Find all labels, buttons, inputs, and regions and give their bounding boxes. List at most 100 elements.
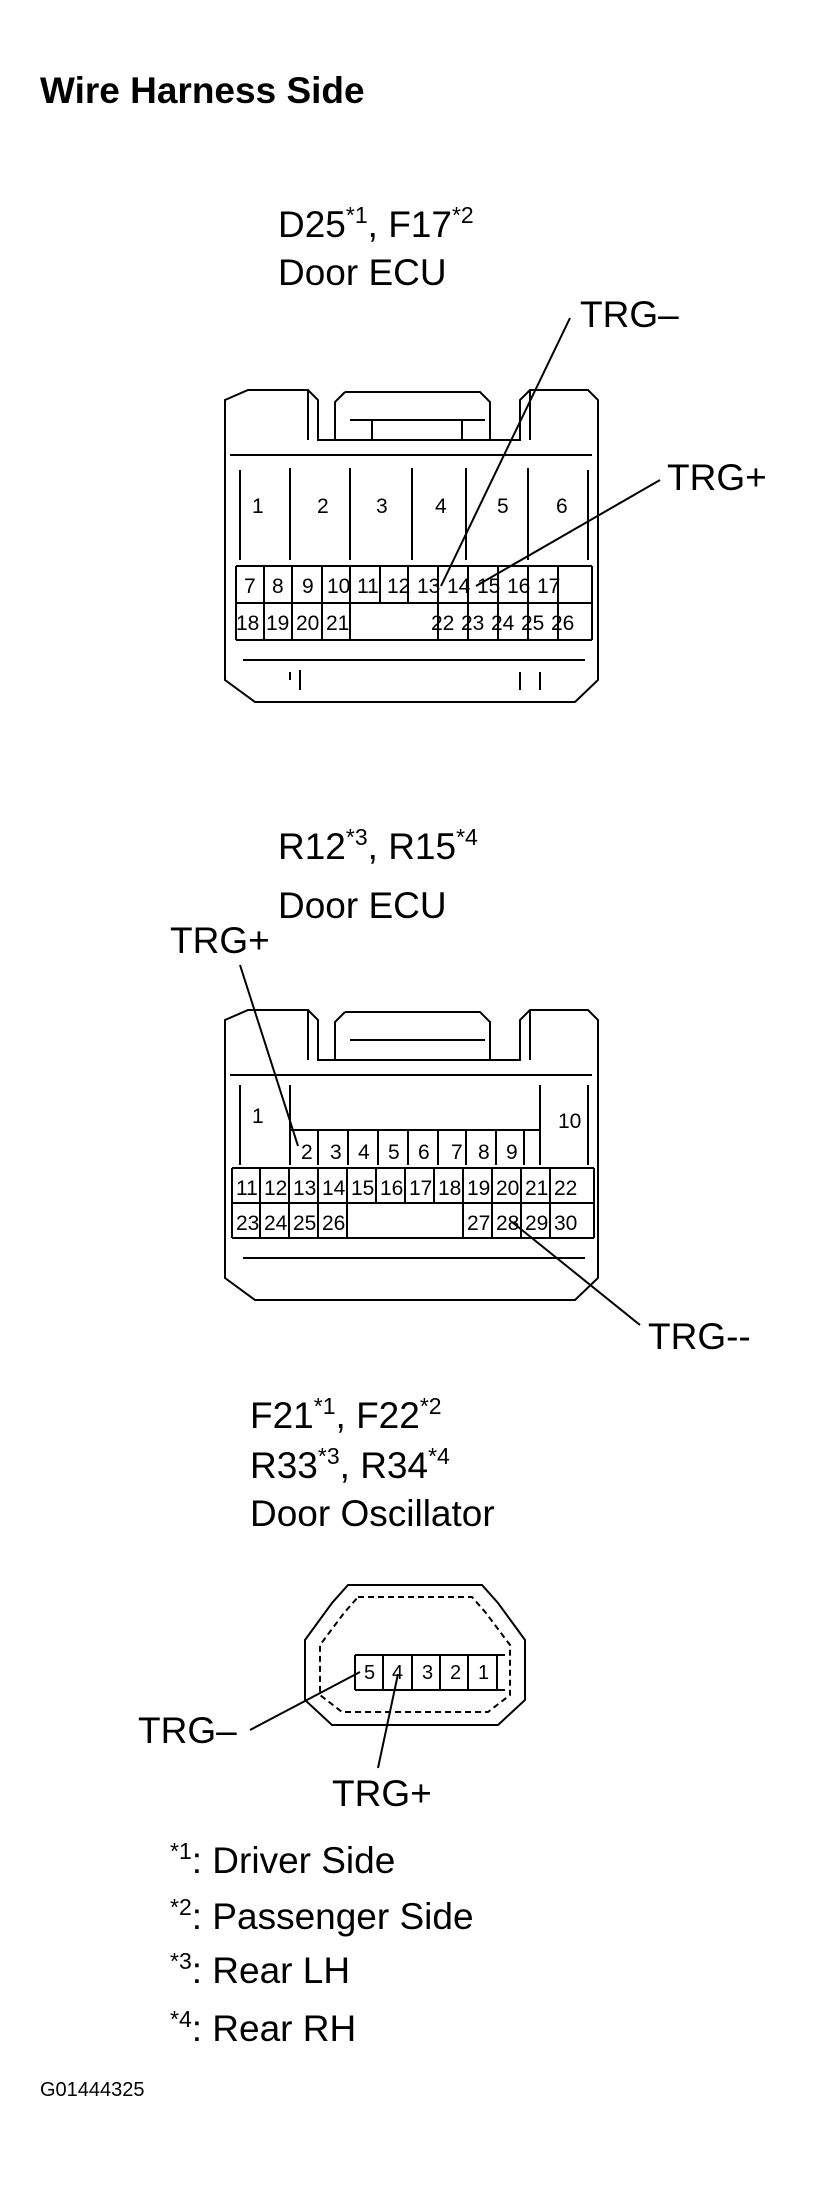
pin: 21	[525, 1177, 549, 1200]
connector2-callout-trg-plus: TRG+	[170, 920, 270, 961]
connector1-callout-trg-minus: TRG–	[580, 294, 679, 335]
legend-item: *2: Passenger Side	[170, 1896, 474, 1937]
pin: 1	[478, 1662, 490, 1684]
pin: 16	[507, 575, 531, 598]
separator: ,	[367, 204, 389, 245]
connector2-housing	[224, 1009, 599, 1301]
pin: 8	[272, 575, 284, 598]
pin: 22	[554, 1177, 578, 1200]
connector1-callout-trg-plus: TRG+	[667, 457, 767, 498]
connector3-callout-trg-minus: TRG–	[138, 1710, 237, 1751]
separator: ,	[339, 1445, 361, 1486]
pin: 2	[301, 1141, 313, 1164]
legend-text: : Passenger Side	[191, 1896, 474, 1937]
connector3-code-2: F22	[356, 1395, 420, 1436]
pin: 1	[252, 495, 264, 518]
pin: 4	[392, 1662, 404, 1684]
connector3-codes-line2: R33*3, R34*4	[250, 1443, 450, 1486]
legend-mark: *4	[170, 2006, 192, 2032]
pin: 6	[418, 1141, 430, 1164]
pin: 7	[451, 1141, 463, 1164]
pin: 1	[252, 1105, 264, 1128]
pin: 26	[322, 1212, 346, 1235]
legend-text: : Driver Side	[191, 1840, 396, 1881]
pin: 27	[467, 1212, 491, 1235]
legend-item: *4: Rear RH	[170, 2006, 356, 2048]
pin: 17	[409, 1177, 433, 1200]
connector3-leader-trg-plus	[377, 1673, 399, 1769]
pin: 15	[351, 1177, 375, 1200]
pin: 23	[461, 612, 485, 635]
pin: 10	[558, 1110, 582, 1133]
pin: 2	[450, 1662, 462, 1684]
pin: 6	[556, 495, 568, 518]
pin: 25	[521, 612, 545, 635]
connector1-housing	[224, 389, 599, 703]
legend-text: : Rear LH	[191, 1950, 351, 1991]
pin: 12	[387, 575, 411, 598]
legend-item: *1: Driver Side	[170, 1838, 396, 1881]
connector2-name: Door ECU	[278, 885, 447, 926]
connector2-code-1: R12	[278, 826, 346, 867]
pin: 20	[296, 612, 320, 635]
connector1-leader-trg-minus	[440, 317, 571, 587]
pin: 29	[525, 1212, 549, 1235]
connector3-leader-trg-minus	[249, 1671, 361, 1731]
connector2-code-1-mark: *3	[345, 824, 368, 850]
connector3-code-4-mark: *4	[428, 1443, 450, 1469]
connector3-callout-trg-plus: TRG+	[332, 1773, 432, 1814]
pin: 18	[438, 1177, 462, 1200]
legend-mark: *3	[170, 1948, 192, 1974]
connector3-codes-line1: F21*1, F22*2	[250, 1393, 442, 1436]
connector3-code-2-mark: *2	[419, 1393, 442, 1419]
pin: 13	[417, 575, 441, 598]
connector1-code-1-mark: *1	[345, 202, 368, 228]
connector3-code-3-mark: *3	[317, 1443, 340, 1469]
pin: 23	[236, 1212, 260, 1235]
legend-mark: *1	[170, 1838, 192, 1864]
pin: 30	[554, 1212, 578, 1235]
pin: 19	[467, 1177, 491, 1200]
pin: 28	[496, 1212, 520, 1235]
connector2-leader-trg-minus	[511, 1221, 641, 1326]
pin: 8	[478, 1141, 490, 1164]
pin: 21	[326, 612, 350, 635]
connector3-code-4: R34	[360, 1445, 429, 1486]
pin: 19	[266, 612, 290, 635]
pin: 24	[264, 1212, 288, 1235]
separator: ,	[335, 1395, 357, 1436]
connector1-code-1: D25	[278, 204, 346, 245]
connector2-leader-trg-plus	[239, 964, 299, 1147]
pin: 5	[364, 1662, 376, 1684]
connector2-code-2: R15	[388, 826, 457, 867]
pin: 9	[302, 575, 314, 598]
pin: 3	[422, 1662, 434, 1684]
pin: 5	[388, 1141, 400, 1164]
pin: 4	[435, 495, 447, 518]
pin: 11	[357, 575, 379, 598]
pin: 3	[376, 495, 388, 518]
pin: 5	[497, 495, 509, 518]
connector2-code-2-mark: *4	[456, 824, 478, 850]
connector2-callout-trg-minus: TRG--	[648, 1316, 751, 1357]
pin: 16	[380, 1177, 404, 1200]
pin: 12	[264, 1177, 288, 1200]
pin: 18	[236, 612, 260, 635]
separator: ,	[367, 826, 389, 867]
connector3-name: Door Oscillator	[250, 1493, 495, 1534]
pin: 14	[322, 1177, 346, 1200]
connector2-codes: R12*3, R15*4	[278, 824, 478, 867]
pin: 10	[327, 575, 351, 598]
pin: 3	[330, 1141, 342, 1164]
pin: 20	[496, 1177, 520, 1200]
pin: 14	[447, 575, 471, 598]
pin: 13	[293, 1177, 317, 1200]
connector1-name: Door ECU	[278, 252, 447, 293]
connector3-code-3: R33	[250, 1445, 318, 1486]
connector3-housing	[304, 1584, 526, 1726]
connector1-codes: D25*1, F17*2	[278, 202, 474, 245]
pin: 4	[358, 1141, 370, 1164]
connector1-code-2: F17	[388, 204, 452, 245]
pin: 17	[537, 575, 561, 598]
